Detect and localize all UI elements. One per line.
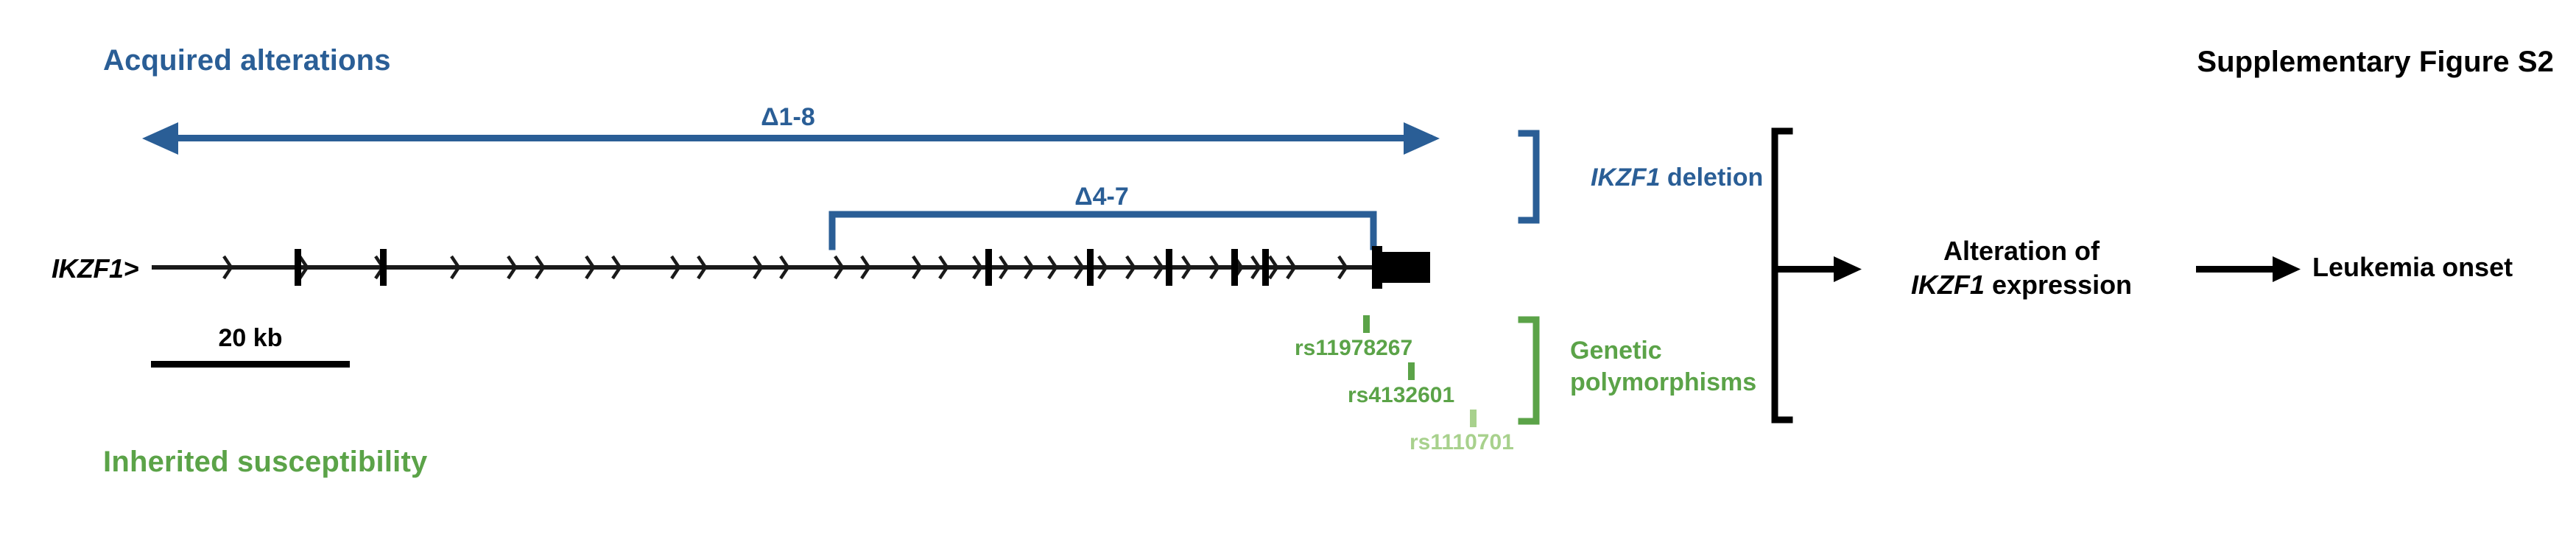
ikzf1-deletion-rest: deletion bbox=[1667, 164, 1764, 192]
ikzf1-deletion-label: IKZF1 deletion bbox=[1591, 164, 1763, 192]
flow-arrow-2 bbox=[2196, 256, 2301, 282]
acquired-alterations-heading: Acquired alterations bbox=[103, 44, 391, 77]
rs11978267-tick bbox=[1363, 315, 1370, 333]
inherited-susceptibility-heading: Inherited susceptibility bbox=[103, 446, 428, 478]
flow-arrow-1 bbox=[1772, 256, 1862, 282]
scale-bar-label: 20 kb bbox=[218, 324, 283, 352]
deletion-arrow-d1-8 bbox=[142, 122, 1440, 155]
scale-bar bbox=[151, 361, 350, 368]
outcome-line1: Alteration of bbox=[1943, 236, 2100, 266]
rs11978267-label: rs11978267 bbox=[1295, 336, 1413, 360]
ikzf1-deletion-bracket bbox=[1518, 130, 1540, 224]
leukemia-onset-label: Leukemia onset bbox=[2312, 252, 2513, 282]
rs4132601-tick bbox=[1408, 362, 1415, 380]
deletion-label-d1-8: Δ1-8 bbox=[761, 103, 815, 131]
ikzf1-deletion-word bbox=[1660, 164, 1667, 192]
genetic-polymorphisms-label: Genetic polymorphisms bbox=[1570, 335, 1756, 398]
genetic-polymorphisms-line1: Genetic bbox=[1570, 337, 1662, 365]
deletion-label-d4-7: Δ4-7 bbox=[1074, 183, 1129, 211]
genetic-polymorphisms-bracket bbox=[1518, 316, 1540, 425]
combined-bracket bbox=[1771, 127, 1793, 424]
figure-title: Supplementary Figure S2 bbox=[2197, 46, 2554, 78]
gene-track bbox=[152, 246, 1430, 289]
gene-name-label: IKZF1> bbox=[52, 253, 139, 284]
ikzf1-deletion-gene: IKZF1 bbox=[1591, 164, 1661, 192]
genetic-polymorphisms-line2: polymorphisms bbox=[1570, 368, 1757, 396]
outcome-line2-rest: expression bbox=[1984, 270, 2133, 301]
deletion-bracket-d4-7 bbox=[828, 211, 1377, 250]
rs1110701-tick bbox=[1470, 410, 1477, 427]
outcome-gene: IKZF1 bbox=[1910, 270, 1985, 301]
rs1110701-label: rs1110701 bbox=[1410, 430, 1514, 454]
outcome-label: Alteration of IKZF1 expression bbox=[1863, 234, 2180, 302]
rs4132601-label: rs4132601 bbox=[1348, 383, 1455, 407]
outcome-line2: IKZF1 expression bbox=[1863, 268, 2180, 302]
